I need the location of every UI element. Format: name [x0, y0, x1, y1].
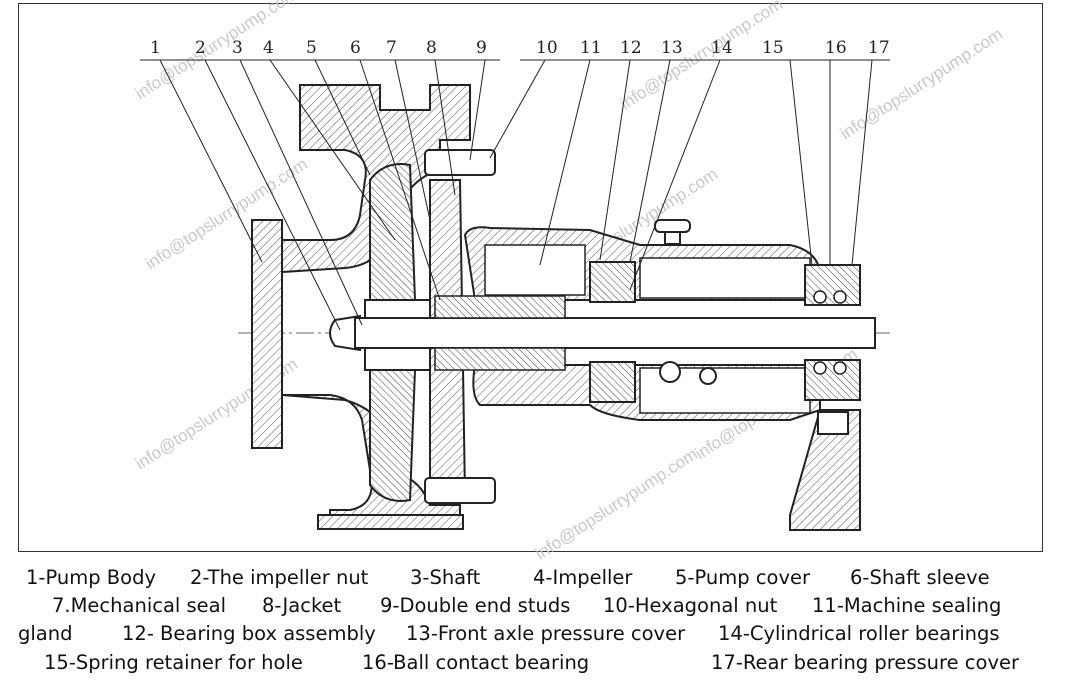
legend-item: 3-Shaft [410, 566, 481, 589]
callout-number: 2 [195, 38, 206, 58]
callout-number: 15 [762, 38, 784, 58]
bearing-box [463, 219, 821, 421]
legend-item: 1-Pump Body [26, 566, 157, 589]
callout-number: 3 [232, 38, 243, 58]
callout-number: 8 [426, 38, 437, 58]
watermark-text: info@topslurrypump.com [532, 444, 701, 560]
callout-number: 14 [711, 38, 733, 58]
legend-item: 15-Spring retainer for hole [44, 651, 303, 674]
callout-number: 11 [580, 38, 602, 58]
callout-labels: 1 2 3 4 5 6 7 8 9 10 11 12 13 14 15 16 1… [150, 38, 890, 58]
callout-number: 9 [476, 38, 487, 58]
callout-number: 16 [825, 38, 847, 58]
legend-item: 4-Impeller [533, 566, 633, 589]
legend-item: 14-Cylindrical roller bearings [718, 622, 1000, 645]
callout-number: 6 [350, 38, 361, 58]
callout-number: 4 [263, 38, 274, 58]
legend-item: 9-Double end studs [380, 594, 571, 617]
legend-item: 17-Rear bearing pressure cover [711, 651, 1020, 674]
legend-item: gland [18, 622, 73, 645]
callout-number: 13 [661, 38, 683, 58]
callout-number: 12 [620, 38, 642, 58]
callout-number: 7 [386, 38, 397, 58]
legend-item: 2-The impeller nut [190, 566, 369, 589]
legend-item: 5-Pump cover [675, 566, 810, 589]
shaft [354, 295, 876, 371]
callout-number: 1 [150, 38, 161, 58]
pump-cross-section-drawing: info@topslurrypump.com info@topslurrypum… [132, 0, 1006, 560]
legend-item: 11-Machine sealing [812, 594, 1002, 617]
leader-lines [140, 59, 890, 331]
legend-item: 7.Mechanical seal [52, 594, 227, 617]
callout-17-layer: 17 [0, 0, 1065, 60]
callout-number: 10 [536, 38, 558, 58]
legend-item: 13-Front axle pressure cover [406, 622, 686, 645]
legend-item: 6-Shaft sleeve [850, 566, 990, 589]
callout-number: 17 [868, 38, 890, 58]
bearings [589, 261, 861, 403]
legend-item: 12- Bearing box assembly [122, 622, 376, 645]
support-foot [789, 409, 861, 531]
legend-item: 16-Ball contact bearing [362, 651, 590, 674]
legend-item: 10-Hexagonal nut [603, 594, 778, 617]
callout-number: 5 [306, 38, 317, 58]
legend-item: 8-Jacket [262, 594, 342, 617]
